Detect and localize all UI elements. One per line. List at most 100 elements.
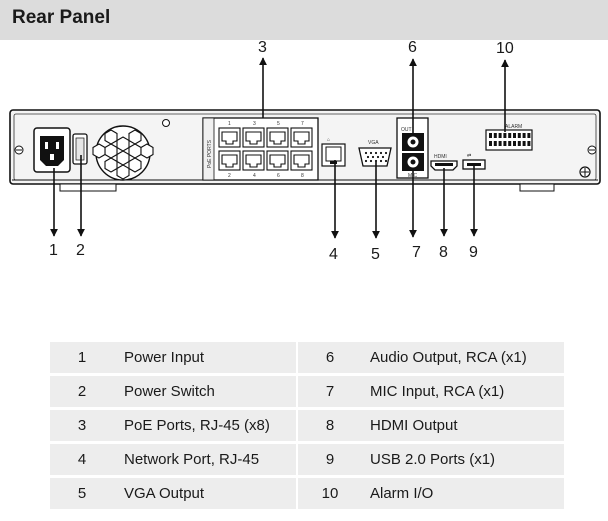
legend-number: 2 [50, 376, 114, 407]
rj45-port-icon [218, 127, 241, 148]
rj45-port-icon [242, 150, 265, 171]
alarm-io-block: ALARM [485, 124, 533, 151]
chassis-feet [59, 183, 555, 192]
callout-arrows [50, 57, 509, 239]
fan-grille-icon [92, 125, 154, 181]
rj45-port-icon [218, 150, 241, 171]
poe-port-number: 2 [228, 173, 231, 179]
alarm-label: ALARM [505, 124, 522, 130]
callout-number: 6 [408, 40, 417, 56]
legend-separator [296, 410, 298, 441]
legend-description: Power Switch [114, 376, 296, 407]
poe-ports-label: PoE PORTS [207, 139, 213, 168]
alarm-pin [513, 141, 516, 146]
legend-number: 9 [298, 444, 362, 475]
poe-port-numbers-top: 1 3 5 7 [228, 121, 304, 127]
network-port-icon: ⌂ [321, 137, 346, 167]
poe-ports-block: PoE PORTS 1 3 5 7 2 4 6 8 [202, 117, 319, 181]
section-title: Rear Panel [12, 7, 111, 28]
alarm-pin [498, 133, 502, 138]
poe-port-number: 3 [253, 121, 256, 127]
alarm-pin [489, 133, 492, 138]
vga-port-icon: VGA [358, 140, 392, 167]
rj45-port-icon [290, 150, 313, 171]
power-input-icon [33, 127, 71, 173]
hdmi-label: HDMI [434, 154, 447, 160]
legend-number: 6 [298, 342, 362, 373]
poe-port-numbers-bottom: 2 4 6 8 [228, 173, 304, 179]
callout-number: 5 [371, 246, 380, 263]
ground-terminal-icon [579, 166, 591, 178]
rj45-port-row [218, 127, 313, 148]
alarm-pin [517, 141, 521, 146]
legend-description: PoE Ports, RJ-45 (x8) [114, 410, 296, 441]
poe-port-number: 4 [253, 173, 256, 179]
rj45-port-icon [266, 150, 289, 171]
callout-number: 7 [412, 244, 421, 261]
legend-separator [296, 376, 298, 407]
poe-port-number: 1 [228, 121, 231, 127]
legend-number: 5 [50, 478, 114, 509]
alarm-pin [522, 133, 526, 138]
panel-screws [14, 119, 597, 155]
legend-description: Alarm I/O [362, 478, 564, 509]
legend-number: 3 [50, 410, 114, 441]
rj45-port-icon [242, 127, 265, 148]
alarm-pin [513, 133, 516, 138]
legend-separator [296, 444, 298, 475]
alarm-pin [527, 133, 531, 138]
legend-number: 10 [298, 478, 362, 509]
audio-out-label: OUT [401, 127, 412, 133]
alarm-pin [493, 133, 497, 138]
legend-description: MIC Input, RCA (x1) [362, 376, 564, 407]
legend-description: Power Input [114, 342, 296, 373]
alarm-pin [493, 141, 497, 146]
power-switch-icon [72, 133, 88, 165]
alarm-pin [498, 141, 502, 146]
alarm-pin [489, 141, 492, 146]
legend-number: 4 [50, 444, 114, 475]
legend-number: 7 [298, 376, 362, 407]
poe-port-number: 7 [301, 121, 304, 127]
legend-description: Audio Output, RCA (x1) [362, 342, 564, 373]
callout-number: 10 [496, 40, 514, 57]
alarm-terminal-pins [489, 133, 531, 146]
svg-text:⌂: ⌂ [327, 137, 330, 143]
hdmi-port-icon: HDMI [430, 154, 458, 171]
poe-port-number: 5 [277, 121, 280, 127]
callout-number: 9 [469, 244, 478, 261]
callout-number: 4 [329, 246, 338, 263]
poe-port-number: 6 [277, 173, 280, 179]
legend-description: VGA Output [114, 478, 296, 509]
poe-port-number: 8 [301, 173, 304, 179]
alarm-pin [503, 133, 507, 138]
legend-description: USB 2.0 Ports (x1) [362, 444, 564, 475]
rj45-port-row [218, 150, 313, 171]
legend-description: Network Port, RJ-45 [114, 444, 296, 475]
legend-number: 1 [50, 342, 114, 373]
rj45-port-icon [266, 127, 289, 148]
rear-panel-diagram: PoE PORTS 1 3 5 7 2 4 6 8 ⌂ VGA [9, 40, 601, 263]
alarm-pin [517, 133, 521, 138]
callout-number: 1 [49, 242, 58, 259]
svg-text:⇄: ⇄ [467, 153, 471, 159]
alarm-pin [503, 141, 507, 146]
legend-description: HDMI Output [362, 410, 564, 441]
section-header: Rear Panel [0, 0, 608, 40]
callout-number: 8 [439, 244, 448, 261]
callout-number: 3 [258, 40, 267, 56]
vga-label: VGA [368, 140, 379, 146]
alarm-pin [508, 141, 512, 146]
callout-number: 2 [76, 242, 85, 259]
legend-number: 8 [298, 410, 362, 441]
alarm-pin [508, 133, 512, 138]
rj45-port-icon [290, 127, 313, 148]
alarm-pin [522, 141, 526, 146]
legend-separator [296, 342, 298, 373]
